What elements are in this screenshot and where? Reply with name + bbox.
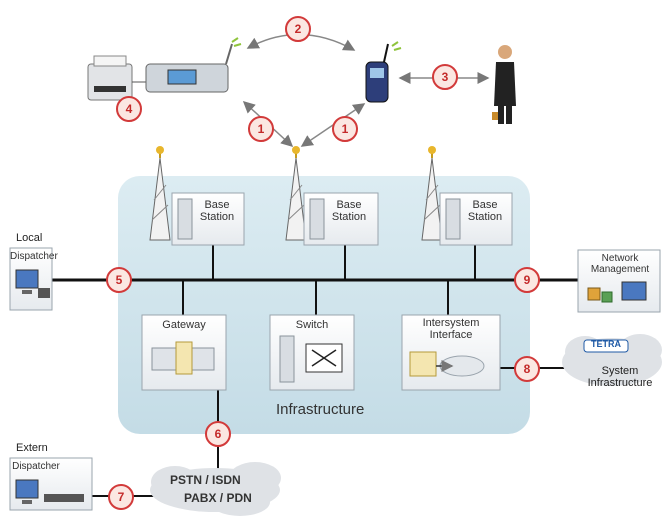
system-infrastructure-label: System Infrastructure — [587, 365, 653, 389]
base-station-box — [303, 192, 379, 246]
intersystem-interface-label: Intersystem Interface — [422, 317, 480, 341]
gateway-label: Gateway — [162, 319, 206, 331]
local-dispatcher-box — [9, 247, 53, 311]
handheld-radio-icon — [365, 41, 402, 103]
interface-badge: 8 — [514, 356, 540, 382]
interface-badge: 4 — [116, 96, 142, 122]
switch-label: Switch — [295, 319, 329, 331]
base-station-box — [439, 192, 513, 246]
printer-icon — [87, 55, 133, 101]
interface-badge: 5 — [106, 267, 132, 293]
pstn-cloud — [150, 462, 281, 516]
extern-dispatcher-caption: Extern — [16, 442, 48, 454]
base-station-label: Base Station — [467, 199, 503, 223]
infrastructure-label: Infrastructure — [276, 401, 365, 418]
extern-dispatcher-box — [9, 457, 93, 511]
interface-badge: 1 — [332, 116, 358, 142]
tetra-logo — [583, 339, 629, 353]
person-icon — [492, 45, 516, 124]
base-station-box — [171, 192, 245, 246]
pabx-label: PABX / PDN — [184, 491, 252, 505]
switch-box — [269, 314, 355, 391]
interface-badge: 6 — [205, 421, 231, 447]
interface-badge: 9 — [514, 267, 540, 293]
interface-badge: 7 — [108, 484, 134, 510]
data-terminal-icon — [145, 37, 242, 93]
pstn-label: PSTN / ISDN — [170, 473, 241, 487]
base-station-label: Base Station — [331, 199, 367, 223]
intersystem-interface-box — [401, 314, 501, 391]
tetra-logo-text: TETRA — [591, 339, 621, 349]
network-management-label: Network Management — [590, 253, 650, 275]
interface-badge: 1 — [248, 116, 274, 142]
extern-dispatcher-label: Dispatcher — [12, 461, 60, 472]
base-station-tower-icon — [421, 146, 443, 241]
base-station-tower-icon — [285, 146, 307, 241]
local-dispatcher-label: Dispatcher — [10, 251, 58, 262]
local-dispatcher-caption: Local — [16, 232, 43, 244]
base-station-tower-icon — [149, 146, 171, 241]
base-station-label: Base Station — [199, 199, 235, 223]
interface-badge: 2 — [285, 16, 311, 42]
interface-badge: 3 — [432, 64, 458, 90]
network-management-box — [577, 249, 661, 313]
gateway-box — [141, 314, 227, 391]
